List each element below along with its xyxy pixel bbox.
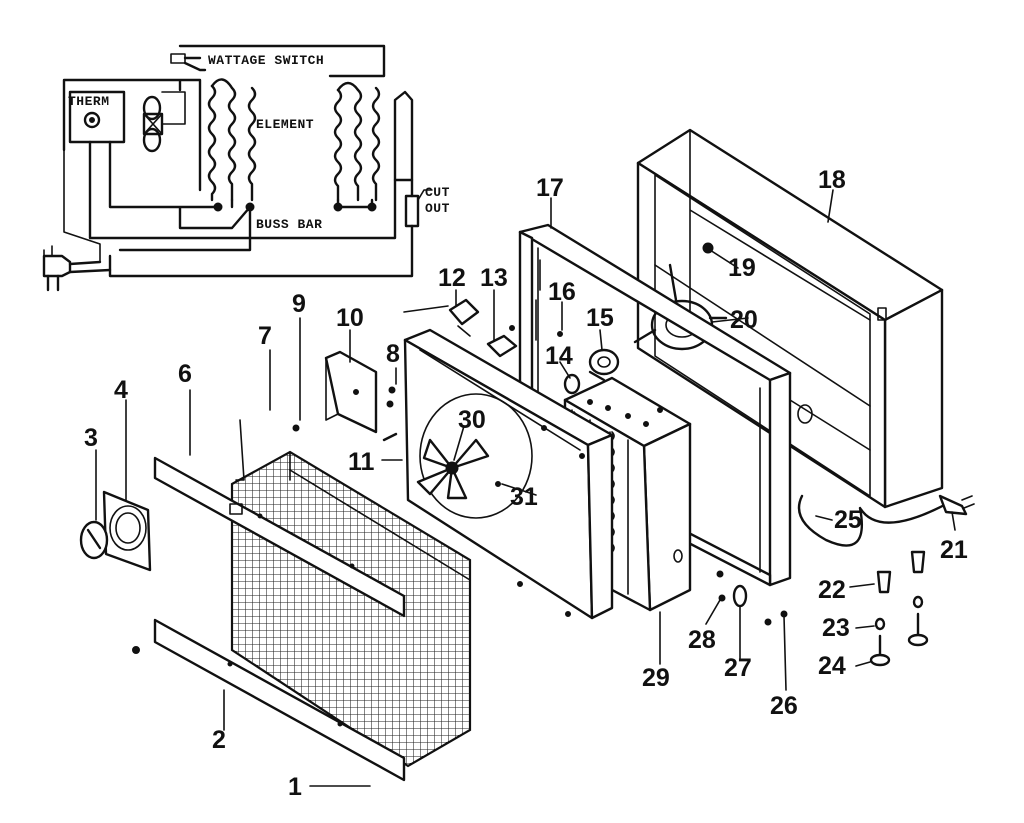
- part-number-1: 1: [288, 773, 302, 801]
- part-number-29: 29: [642, 664, 670, 692]
- cutout-symbol: [404, 189, 433, 228]
- element-label: ELEMENT: [256, 117, 314, 132]
- heating-element-coils: [207, 78, 414, 202]
- wattage-switch-symbol: [170, 44, 386, 78]
- thermostat-switch: [403, 298, 480, 337]
- leader-lines: [95, 189, 956, 787]
- part-number-13: 13: [480, 264, 508, 292]
- part-number-3: 3: [84, 424, 98, 452]
- part-number-23: 23: [822, 614, 850, 642]
- knob-escutcheon: [79, 490, 152, 572]
- part-number-8: 8: [386, 340, 400, 368]
- part-number-17: 17: [536, 174, 564, 202]
- part-number-31: 31: [510, 483, 538, 511]
- pilot-light-symbol: [142, 91, 186, 153]
- part-number-22: 22: [818, 576, 846, 604]
- part-number-14: 14: [545, 342, 573, 370]
- screw-strip: [132, 646, 140, 654]
- part-number-11: 11: [348, 448, 375, 476]
- feet-parts: [869, 550, 929, 667]
- fan-motor: [557, 331, 620, 395]
- part-number-6: 6: [178, 360, 192, 388]
- screw-9: [292, 424, 300, 432]
- part-number-4: 4: [114, 376, 128, 404]
- control-bracket: [324, 350, 378, 434]
- part-number-10: 10: [336, 304, 364, 332]
- wattage-switch-label: WATTAGE SWITCH: [208, 53, 324, 68]
- part-number-30: 30: [458, 406, 486, 434]
- therm-label: THERM: [68, 94, 110, 109]
- front-grille: [230, 419, 472, 768]
- power-cord: [797, 494, 975, 547]
- part-number-9: 9: [292, 290, 306, 318]
- cut-label: CUT: [425, 185, 450, 200]
- part-number-7: 7: [258, 322, 272, 350]
- buss-bar-wiring: [63, 140, 414, 278]
- part-number-21: 21: [940, 536, 968, 564]
- part-number-16: 16: [548, 278, 576, 306]
- part-number-25: 25: [834, 506, 862, 534]
- wiring-schematic: WATTAGE SWITCH THERM ELEMENT: [42, 44, 450, 292]
- out-label: OUT: [425, 201, 450, 216]
- screws-8: [382, 386, 398, 442]
- part-number-27: 27: [724, 654, 752, 682]
- limit-switch: [486, 325, 518, 358]
- back-plate: [403, 328, 614, 620]
- part-number-12: 12: [438, 264, 466, 292]
- part-number-2: 2: [212, 726, 226, 754]
- top-trim-strip: [153, 456, 406, 618]
- buss-bar-label: BUSS BAR: [256, 217, 322, 232]
- part-number-18: 18: [818, 166, 846, 194]
- part-number-15: 15: [586, 304, 614, 332]
- cabinet-box: [633, 128, 944, 509]
- part-numbers: 1 2 3 4 6 7 8 9 10 11 12 13 14 15 16 17 …: [84, 166, 968, 801]
- bottom-trim-strip: [153, 618, 406, 782]
- part-number-24: 24: [818, 652, 846, 680]
- thermostat-symbol: [83, 111, 101, 129]
- part-number-20: 20: [730, 306, 758, 334]
- fan-blade: [416, 438, 490, 500]
- part-number-28: 28: [688, 626, 716, 654]
- schematic-plug-icon: [42, 245, 112, 292]
- part-number-19: 19: [728, 254, 756, 282]
- part-number-26: 26: [770, 692, 798, 720]
